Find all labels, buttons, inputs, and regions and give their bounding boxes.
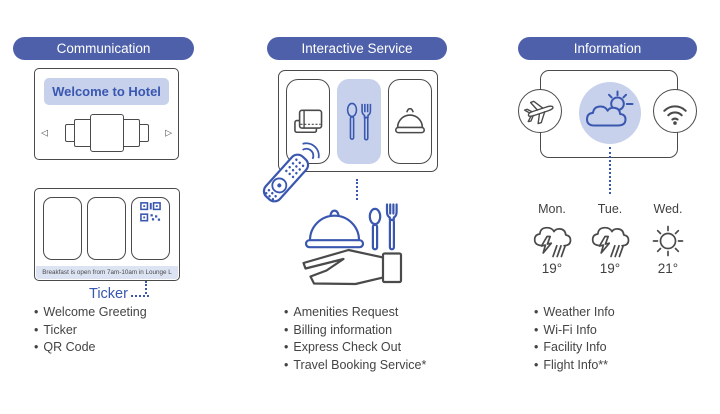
content-card [43,197,82,260]
room-service-hand-icon [302,203,403,286]
forecast-day-label: Mon. [538,202,566,216]
airplane-icon [523,100,554,125]
wifi-icon [663,105,687,125]
tv-screen-box: Welcome to Hotel ◁ ▷ [34,68,179,160]
list-item: Welcome Greeting [34,304,146,322]
carousel-slide-center [89,114,124,152]
forecast-temp: 19° [541,261,563,276]
forecast-temp: 19° [599,261,621,276]
information-header-pill: Information [518,37,697,60]
list-item: Weather Info [534,304,614,322]
list-item: Travel Booking Service* [284,357,426,375]
ticker-caption: Ticker [89,286,149,302]
carousel-slide [121,119,140,147]
dotted-connector [130,295,149,297]
service-bell-icon [394,107,426,134]
flight-circle [518,89,562,133]
forecast-monday: Mon. 19° [523,202,581,276]
remote-control-icon [262,142,320,203]
forecast-day-label: Tue. [597,202,623,216]
communication-feature-list: Welcome Greeting Ticker QR Code [34,304,147,357]
ticker-screen-box: Breakfast is open from 7am-10am in Loung… [34,188,180,281]
forecast-wednesday: Wed. 21° [639,202,697,276]
dotted-connector [145,281,147,294]
forecast-day-label: Wed. [653,202,683,216]
wifi-circle [653,89,697,133]
cutlery-icon [346,102,372,141]
dotted-connector [356,179,358,200]
content-card [87,197,126,260]
service-menu-box [278,70,438,172]
list-item: Facility Info [534,339,615,357]
room-service-card [388,79,432,164]
ticker-caption-label: Ticker [89,286,128,302]
dining-card-selected [337,79,381,164]
content-card-qr [131,197,170,260]
list-item: QR Code [34,339,147,357]
information-feature-list: Weather Info Wi-Fi Info Facility Info Fl… [534,304,615,375]
thunderstorm-icon [533,226,572,258]
list-item: Express Check Out [284,339,426,357]
amenities-card [286,79,330,164]
communication-header-pill: Communication [13,37,194,60]
qr-code-icon [140,202,161,222]
right-arrow-icon: ▷ [165,127,172,138]
carousel-slide [73,119,92,147]
list-item: Ticker [34,322,147,340]
interactive-service-header-pill: Interactive Service [267,37,447,60]
welcome-banner: Welcome to Hotel [44,78,169,105]
list-item: Amenities Request [284,304,426,322]
list-item: Wi-Fi Info [534,322,615,340]
interactive-service-feature-list: Amenities Request Billing information Ex… [284,304,426,374]
ticker-bar: Breakfast is open from 7am-10am in Loung… [36,266,178,279]
towels-icon [294,109,323,133]
list-item: Billing information [284,322,426,340]
weather-circle [579,82,641,144]
sun-icon [652,225,684,257]
thunderstorm-icon [591,226,630,258]
cloud-sun-icon [586,90,634,127]
left-arrow-icon: ◁ [41,127,48,138]
forecast-tuesday: Tue. 19° [581,202,639,276]
dotted-connector [609,147,611,194]
forecast-temp: 21° [657,261,679,276]
list-item: Flight Info** [534,357,615,375]
tv-carousel: ◁ ▷ [41,109,172,157]
